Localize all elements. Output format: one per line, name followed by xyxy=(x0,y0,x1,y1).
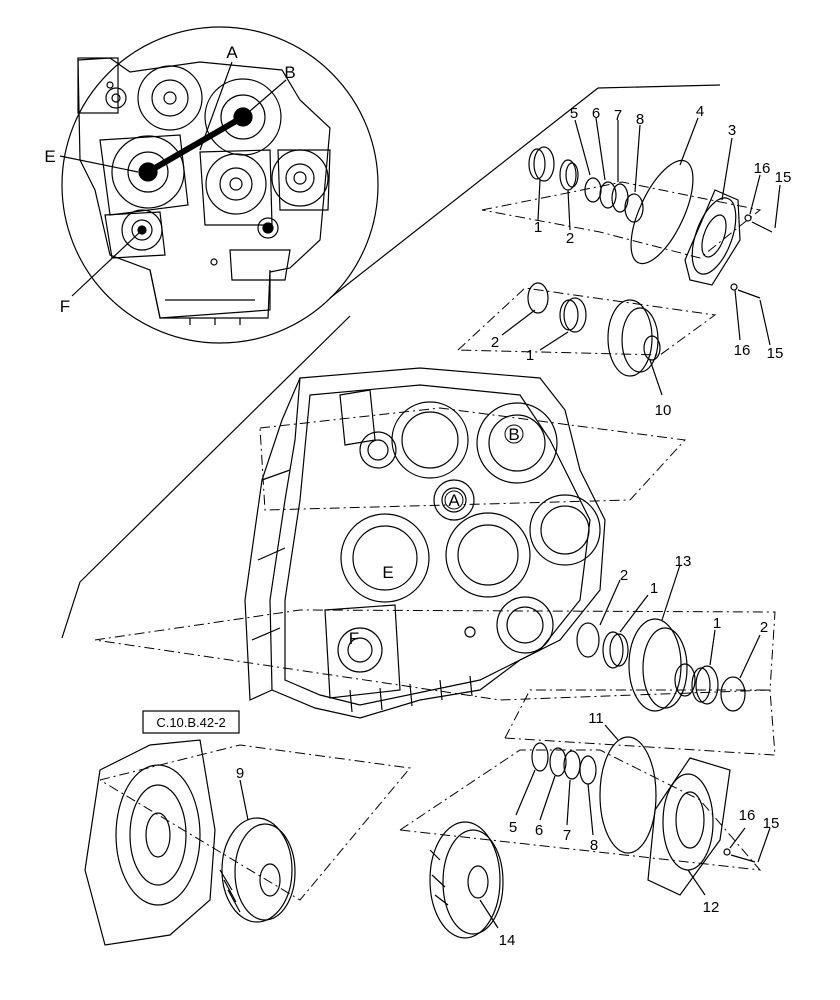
callout-3[interactable]: 3 xyxy=(728,122,736,139)
transfer-case-housing xyxy=(244,367,606,719)
inset-label-e: E xyxy=(44,147,55,166)
callout-4[interactable]: 4 xyxy=(696,103,704,120)
callout-1[interactable]: 1 xyxy=(526,347,534,364)
housing-label-e: E xyxy=(382,563,393,582)
inset-label-a: A xyxy=(226,43,238,62)
callout-6[interactable]: 6 xyxy=(592,105,600,122)
inset-label-f: F xyxy=(60,297,70,316)
callout-2[interactable]: 2 xyxy=(566,230,574,247)
callout-7[interactable]: 7 xyxy=(563,827,571,844)
callout-8[interactable]: 8 xyxy=(590,837,598,854)
callout-8[interactable]: 8 xyxy=(636,111,644,128)
housing-bore-a: A xyxy=(444,490,464,510)
callout-1[interactable]: 1 xyxy=(650,580,658,597)
callout-11[interactable]: 11 xyxy=(588,710,604,727)
inset-label-b: B xyxy=(284,63,295,82)
housing-label-f: F xyxy=(349,629,359,648)
callout-13[interactable]: 13 xyxy=(675,553,692,570)
callout-7[interactable]: 7 xyxy=(614,107,622,124)
reference-label: C.10.B.42-2 xyxy=(156,715,225,730)
callout-14[interactable]: 14 xyxy=(499,932,516,949)
callout-12[interactable]: 12 xyxy=(703,899,720,916)
callout-5[interactable]: 5 xyxy=(570,105,578,122)
callout-5[interactable]: 5 xyxy=(509,819,517,836)
callout-2[interactable]: 2 xyxy=(620,567,628,584)
callout-15[interactable]: 15 xyxy=(763,815,780,832)
housing-label-a: A xyxy=(448,491,460,510)
callout-10[interactable]: 10 xyxy=(655,402,672,419)
inset-circle xyxy=(61,26,379,344)
callout-16[interactable]: 16 xyxy=(754,160,771,177)
callout-2[interactable]: 2 xyxy=(760,619,768,636)
callout-1[interactable]: 1 xyxy=(713,615,721,632)
callout-15[interactable]: 15 xyxy=(767,345,784,362)
housing-label-b: B xyxy=(508,425,519,444)
callout-16[interactable]: 16 xyxy=(734,342,751,359)
callout-15[interactable]: 15 xyxy=(775,169,792,186)
reference-box[interactable]: C.10.B.42-2 xyxy=(142,710,240,734)
callout-1[interactable]: 1 xyxy=(534,219,542,236)
callout-6[interactable]: 6 xyxy=(535,822,543,839)
housing-bore-b: B xyxy=(504,424,524,444)
callout-9[interactable]: 9 xyxy=(236,765,244,782)
callout-2[interactable]: 2 xyxy=(491,334,499,351)
callout-16[interactable]: 16 xyxy=(739,807,756,824)
inset-overview xyxy=(61,26,379,344)
